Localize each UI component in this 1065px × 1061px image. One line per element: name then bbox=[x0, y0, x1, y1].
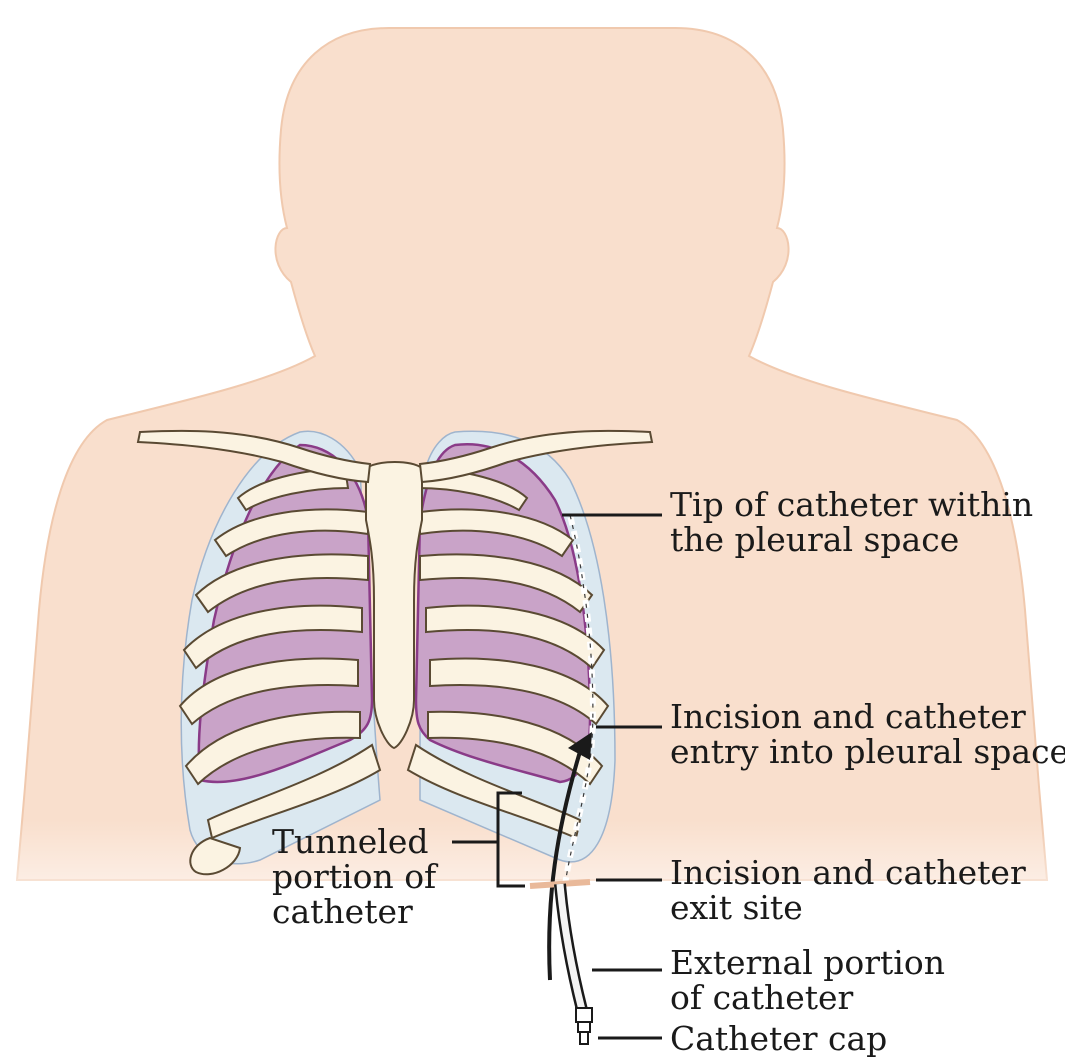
label-external-line2: of catheter bbox=[670, 980, 945, 1015]
label-exit-incision: Incision and catheter exit site bbox=[670, 855, 1026, 925]
label-entry-line1: Incision and catheter bbox=[670, 699, 1065, 734]
label-entry-line2: entry into pleural space bbox=[670, 734, 1065, 769]
sternum bbox=[366, 462, 422, 748]
label-tip-of-catheter: Tip of catheter within the pleural space bbox=[670, 487, 1033, 557]
label-entry-incision: Incision and catheter entry into pleural… bbox=[670, 699, 1065, 769]
label-tunneled-line3: catheter bbox=[272, 894, 436, 929]
label-tip-line2: the pleural space bbox=[670, 522, 1033, 557]
label-cap-line1: Catheter cap bbox=[670, 1021, 887, 1056]
label-external-portion: External portion of catheter bbox=[670, 945, 945, 1015]
label-exit-line2: exit site bbox=[670, 890, 1026, 925]
label-external-line1: External portion bbox=[670, 945, 945, 980]
label-catheter-cap: Catheter cap bbox=[670, 1021, 887, 1056]
label-tunneled-portion: Tunneled portion of catheter bbox=[272, 824, 436, 929]
label-tunneled-line1: Tunneled bbox=[272, 824, 436, 859]
label-tip-line1: Tip of catheter within bbox=[670, 487, 1033, 522]
label-tunneled-line2: portion of bbox=[272, 859, 436, 894]
label-exit-line1: Incision and catheter bbox=[670, 855, 1026, 890]
